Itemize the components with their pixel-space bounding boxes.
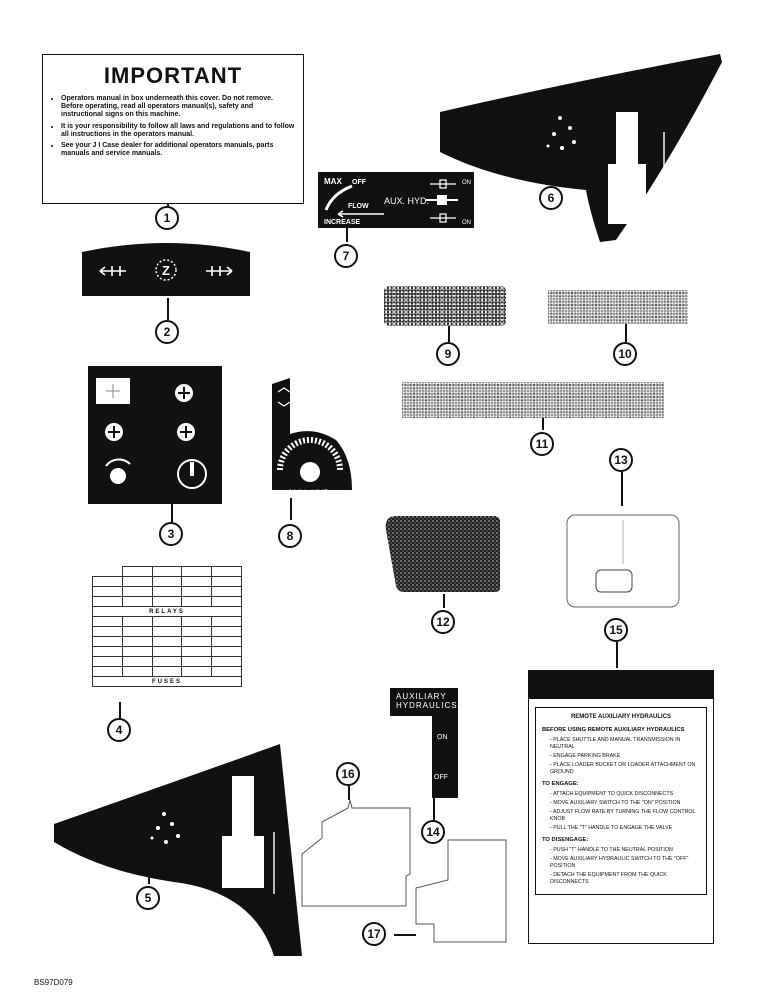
decal-5-cover: [54, 744, 302, 956]
callout-16: 16: [336, 762, 360, 786]
instruction-item: - ATTACH EQUIPMENT TO QUICK DISCONNECTS: [550, 791, 674, 797]
callout-13: 13: [609, 448, 633, 472]
leader-line: [433, 798, 435, 820]
instruction-item: - ADJUST FLOW RATE BY TURNING THE FLOW C…: [550, 809, 696, 822]
leader-line: [551, 170, 553, 184]
decal-8-label: AUX. HYD.: [287, 488, 332, 498]
decal-3-switch-panel: [88, 366, 222, 504]
leader-line: [448, 326, 450, 342]
instruction-heading: REMOTE AUXILIARY HYDRAULICS: [570, 714, 672, 720]
callout-8: 8: [278, 524, 302, 548]
decal-7-aux-hyd-flow: MAX OFF FLOW INCREASE AUX. HYD. ON ON: [318, 172, 474, 228]
callout-15: 15: [604, 618, 628, 642]
decal-2-center: Z: [162, 263, 170, 278]
decal-2-shuttle: Z: [82, 243, 250, 296]
important-item: See your J I Case dealer for additional …: [61, 142, 295, 158]
leader-line: [346, 228, 348, 242]
instruction-item: - PLACE LOADER BUCKET OR LOADER ATTACHME…: [550, 762, 696, 775]
decal-7-increase: INCREASE: [324, 219, 361, 226]
instruction-item: - PUSH "T" HANDLE TO THE NEUTRAL POSITIO…: [550, 847, 673, 853]
callout-6: 6: [539, 186, 563, 210]
leader-line: [167, 298, 169, 320]
decal-8-aux-hyd-dial: AUX. HYD.: [272, 378, 352, 498]
decal-15-instruction-sheet: REMOTE AUXILIARY HYDRAULICS BEFORE USING…: [528, 670, 714, 944]
callout-5: 5: [136, 886, 160, 910]
decal-7-on-top: ON: [462, 180, 471, 186]
leader-line: [119, 702, 121, 718]
decal-16-outline-panel: [301, 799, 411, 907]
instruction-before: BEFORE USING REMOTE AUXILIARY HYDRAULICS: [542, 727, 685, 733]
callout-17: 17: [362, 922, 386, 946]
decal-14-title: AUXILIARY HYDRAULICS: [396, 692, 458, 710]
important-list: Operators manual in box underneath this …: [51, 95, 295, 158]
leader-line: [542, 418, 544, 430]
instruction-item: - MOVE AUXILIARY HYDRAULIC SWITCH TO THE…: [550, 856, 689, 869]
decal-7-off: OFF: [352, 179, 367, 186]
leader-line: [290, 498, 292, 520]
decal-7-aux: AUX. HYD.: [384, 196, 429, 206]
decal-10-strip: [548, 290, 688, 324]
instruction-item: - ENGAGE PARKING BRAKE: [550, 753, 621, 759]
instruction-header-bar: [529, 671, 713, 699]
callout-14: 14: [421, 820, 445, 844]
leader-line: [394, 934, 416, 936]
callout-10: 10: [613, 342, 637, 366]
instruction-engage: TO ENGAGE:: [542, 781, 579, 787]
leader-line: [171, 504, 173, 522]
callout-3: 3: [159, 522, 183, 546]
important-title: IMPORTANT: [103, 63, 243, 88]
instruction-disengage: TO DISENGAGE:: [542, 837, 589, 843]
decal-6-cover: [440, 54, 722, 242]
leader-line: [621, 472, 623, 506]
instruction-item: - MOVE AUXILIARY SWITCH TO THE "ON" POSI…: [550, 800, 681, 806]
figure-code: BS97D079: [34, 978, 73, 987]
leader-line: [348, 786, 350, 800]
fuses-label: FUSES: [92, 676, 242, 687]
important-decal: IMPORTANT Operators manual in box undern…: [42, 54, 304, 204]
callout-9: 9: [436, 342, 460, 366]
decal-12-pad: [385, 516, 500, 592]
callout-4: 4: [107, 718, 131, 742]
important-item: It is your responsibility to follow all …: [61, 123, 295, 139]
instruction-item: - PULL THE "T" HANDLE TO ENGAGE THE VALV…: [550, 825, 673, 831]
leader-line: [616, 642, 618, 668]
instruction-item: - PLACE SHUTTLE AND MANUAL TRANSMISSION …: [550, 737, 681, 750]
decal-17-outline-panel: [415, 839, 507, 943]
decal-7-max: MAX: [324, 177, 342, 186]
decal-14-cutout: [390, 716, 432, 798]
instruction-item: - DETACH THE EQUIPMENT FROM THE QUICK DI…: [550, 872, 667, 885]
decal-14-off: OFF: [434, 774, 448, 781]
decal-4-relay-fuse-chart: RELAYS FUSES: [92, 566, 242, 702]
decal-14-on: ON: [437, 734, 448, 741]
leader-line: [625, 324, 627, 342]
callout-11: 11: [530, 432, 554, 456]
important-item: Operators manual in box underneath this …: [61, 95, 295, 120]
decal-13-plate: [566, 514, 680, 608]
callout-7: 7: [334, 244, 358, 268]
decal-7-on-bottom: ON: [462, 220, 471, 226]
decal-11-strip: [402, 382, 664, 418]
leader-line: [443, 594, 445, 608]
callout-1: 1: [155, 206, 179, 230]
callout-2: 2: [155, 320, 179, 344]
instruction-box: REMOTE AUXILIARY HYDRAULICS BEFORE USING…: [535, 707, 707, 895]
decal-9-strip: [384, 286, 506, 326]
decal-7-flow: FLOW: [348, 203, 369, 210]
relays-label: RELAYS: [92, 606, 242, 617]
callout-12: 12: [431, 610, 455, 634]
leader-line: [148, 874, 150, 884]
